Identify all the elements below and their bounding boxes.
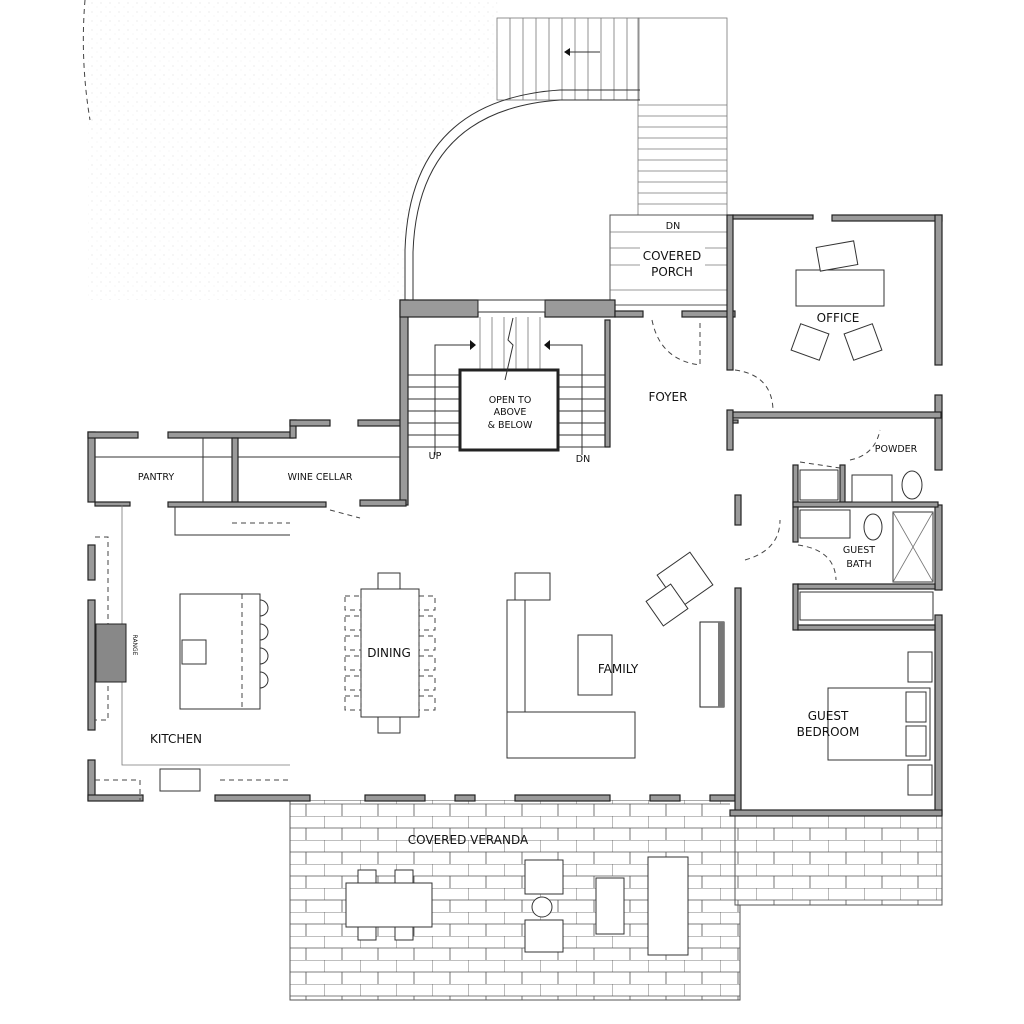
bath-fixtures (799, 469, 934, 621)
covered-porch-label-1: COVERED (643, 249, 702, 263)
dining-chair (344, 595, 362, 611)
covered-porch-label-2: PORCH (651, 265, 693, 279)
kitchen-fixtures (95, 505, 290, 800)
guest-bedroom-label-1: GUEST (808, 709, 849, 723)
dining-chair (418, 695, 436, 711)
dining-chair (344, 635, 362, 651)
range (95, 623, 127, 683)
family-furniture (506, 551, 714, 759)
stair-up-label: UP (429, 451, 442, 462)
dining-chair (418, 635, 436, 651)
walls (87, 214, 943, 817)
landscape-area (82, 0, 500, 300)
dining-chair (344, 675, 362, 691)
dining-chair (418, 675, 436, 691)
guest-bath-label-2: BATH (846, 559, 871, 570)
office-furniture (790, 240, 885, 361)
open-to-label-2: ABOVE (494, 407, 527, 418)
doors (329, 319, 881, 581)
dining-label: DINING (367, 646, 411, 660)
powder-label: POWDER (875, 444, 918, 455)
dining-chair (418, 615, 436, 631)
porch-stair-dn-label: DN (666, 221, 680, 232)
dining-chair (344, 695, 362, 711)
covered-veranda-label: COVERED VERANDA (408, 833, 529, 847)
open-to-label-3: & BELOW (488, 420, 533, 431)
wine-cellar-label: WINE CELLAR (288, 472, 353, 483)
interior-stairs (408, 317, 605, 455)
veranda-furniture (345, 856, 689, 956)
guest-bedroom-label-2: BEDROOM (797, 725, 860, 739)
pantry-label: PANTRY (138, 472, 175, 483)
family-label: FAMILY (598, 662, 639, 676)
room-labels: DN COVERED PORCH OFFICE FOYER OPEN TO AB… (131, 221, 918, 847)
open-to-label-1: OPEN TO (489, 395, 532, 406)
dining-chair (344, 615, 362, 631)
kitchen-label: KITCHEN (150, 732, 202, 746)
side-paving (734, 814, 943, 906)
dining-chair (344, 655, 362, 671)
dining-chair (418, 595, 436, 611)
office-label: OFFICE (817, 311, 860, 325)
range-label: RANGE (131, 635, 138, 656)
dining-chair (418, 655, 436, 671)
guest-bed (827, 651, 933, 796)
dining-table (344, 572, 436, 734)
guest-bath-label-1: GUEST (843, 545, 875, 556)
stair-dn-label: DN (576, 454, 590, 465)
foyer-label: FOYER (649, 390, 688, 404)
